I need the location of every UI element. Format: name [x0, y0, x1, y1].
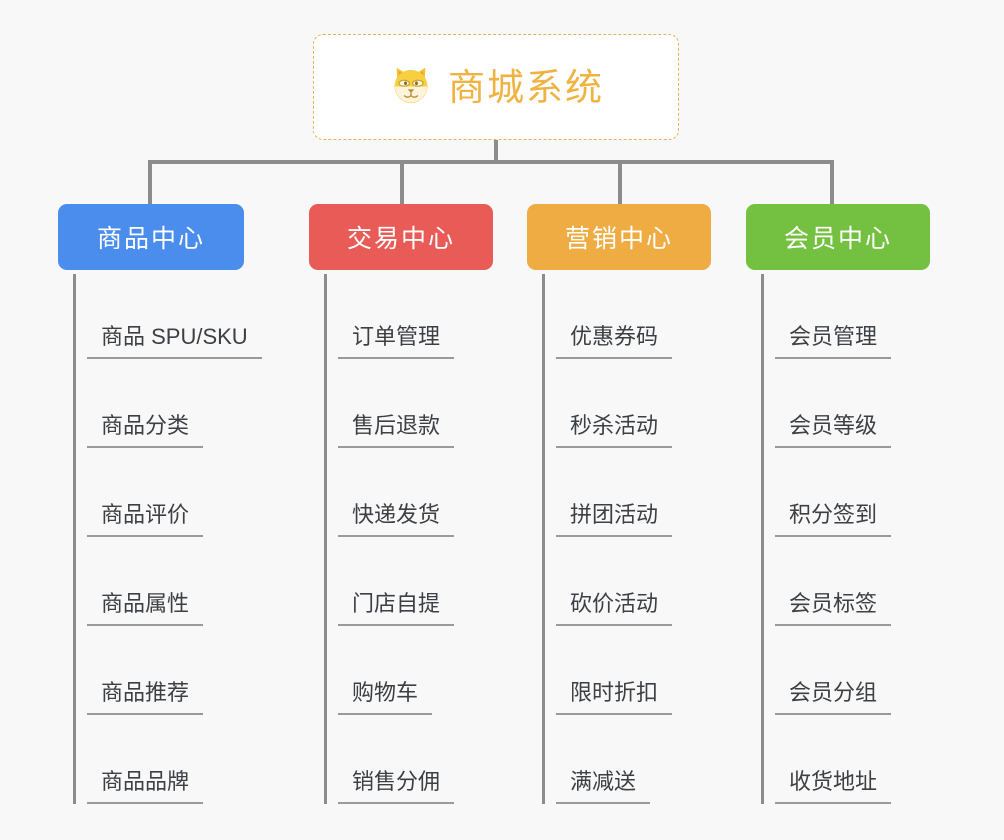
- branch-header-1[interactable]: 商品中心: [58, 204, 244, 270]
- leaf-label: 会员分组: [775, 682, 892, 715]
- leaf-label: 会员等级: [775, 415, 892, 448]
- branch-header-3[interactable]: 营销中心: [527, 204, 711, 270]
- leaf-label: 销售分佣: [338, 771, 455, 804]
- leaf-label: 会员标签: [775, 593, 892, 626]
- leaf-label: 门店自提: [338, 593, 455, 626]
- leaf-item[interactable]: 商品 SPU/SKU: [87, 270, 262, 359]
- leaf-item[interactable]: 收货地址: [775, 715, 892, 804]
- connector-drop-1: [148, 160, 152, 206]
- leaf-item[interactable]: 积分签到: [775, 448, 892, 537]
- leaf-label: 商品分类: [87, 415, 204, 448]
- leaf-item[interactable]: 满减送: [556, 715, 672, 804]
- leaf-label: 收货地址: [775, 771, 892, 804]
- leaf-item[interactable]: 商品评价: [87, 448, 262, 537]
- root-title: 商城系统: [448, 66, 604, 108]
- branch-column-4: 会员中心 会员管理 会员等级 积分签到 会员标签 会员分组 收货地址: [746, 204, 930, 804]
- leaf-list-3: 优惠券码 秒杀活动 拼团活动 砍价活动 限时折扣 满减送: [556, 270, 673, 804]
- connector-drop-2: [400, 160, 404, 206]
- leaf-item[interactable]: 商品推荐: [87, 626, 262, 715]
- leaf-item[interactable]: 销售分佣: [338, 715, 455, 804]
- branch-column-2: 交易中心 订单管理 售后退款 快递发货 门店自提 购物车 销售分佣: [309, 204, 493, 804]
- leaf-label: 订单管理: [338, 326, 455, 359]
- leaf-label: 商品品牌: [87, 771, 204, 804]
- connector-drop-4: [830, 160, 834, 206]
- leaf-label: 商品 SPU/SKU: [87, 326, 262, 359]
- branch-column-3: 营销中心 优惠券码 秒杀活动 拼团活动 砍价活动 限时折扣 满减送: [527, 204, 711, 804]
- leaf-item[interactable]: 会员分组: [775, 626, 892, 715]
- branch-spine-2: [324, 274, 327, 804]
- branch-header-4[interactable]: 会员中心: [746, 204, 930, 270]
- branch-header-2[interactable]: 交易中心: [309, 204, 493, 270]
- leaf-label: 限时折扣: [556, 682, 673, 715]
- leaf-item[interactable]: 拼团活动: [556, 448, 673, 537]
- leaf-label: 优惠券码: [556, 326, 673, 359]
- leaf-list-2: 订单管理 售后退款 快递发货 门店自提 购物车 销售分佣: [338, 270, 455, 804]
- leaf-item[interactable]: 商品属性: [87, 537, 262, 626]
- leaf-item[interactable]: 会员管理: [775, 270, 892, 359]
- leaf-item[interactable]: 限时折扣: [556, 626, 673, 715]
- connector-drop-3: [618, 160, 622, 206]
- leaf-item[interactable]: 商品分类: [87, 359, 262, 448]
- leaf-label: 会员管理: [775, 326, 892, 359]
- leaf-label: 满减送: [556, 771, 651, 804]
- leaf-item[interactable]: 砍价活动: [556, 537, 673, 626]
- leaf-item[interactable]: 商品品牌: [87, 715, 262, 804]
- root-node[interactable]: 商城系统: [313, 34, 679, 140]
- leaf-list-4: 会员管理 会员等级 积分签到 会员标签 会员分组 收货地址: [775, 270, 892, 804]
- leaf-label: 拼团活动: [556, 504, 673, 537]
- leaf-item[interactable]: 门店自提: [338, 537, 455, 626]
- leaf-item[interactable]: 会员标签: [775, 537, 892, 626]
- branch-spine-3: [542, 274, 545, 804]
- leaf-label: 商品推荐: [87, 682, 204, 715]
- leaf-item[interactable]: 售后退款: [338, 359, 455, 448]
- branch-spine-4: [761, 274, 764, 804]
- leaf-label: 购物车: [338, 682, 433, 715]
- leaf-item[interactable]: 订单管理: [338, 270, 455, 359]
- leaf-label: 秒杀活动: [556, 415, 673, 448]
- leaf-item[interactable]: 快递发货: [338, 448, 455, 537]
- branch-spine-1: [73, 274, 76, 804]
- leaf-label: 售后退款: [338, 415, 455, 448]
- leaf-label: 砍价活动: [556, 593, 673, 626]
- leaf-label: 商品属性: [87, 593, 204, 626]
- connector-root-stem: [494, 140, 498, 162]
- leaf-item[interactable]: 会员等级: [775, 359, 892, 448]
- leaf-label: 快递发货: [338, 504, 455, 537]
- leaf-item[interactable]: 秒杀活动: [556, 359, 673, 448]
- leaf-item[interactable]: 购物车: [338, 626, 454, 715]
- leaf-label: 商品评价: [87, 504, 204, 537]
- leaf-label: 积分签到: [775, 504, 892, 537]
- dog-face-icon: [388, 62, 434, 113]
- connector-bus: [148, 160, 834, 164]
- leaf-item[interactable]: 优惠券码: [556, 270, 673, 359]
- branch-column-1: 商品中心 商品 SPU/SKU 商品分类 商品评价 商品属性 商品推荐 商品品牌: [58, 204, 262, 804]
- leaf-list-1: 商品 SPU/SKU 商品分类 商品评价 商品属性 商品推荐 商品品牌: [87, 270, 262, 804]
